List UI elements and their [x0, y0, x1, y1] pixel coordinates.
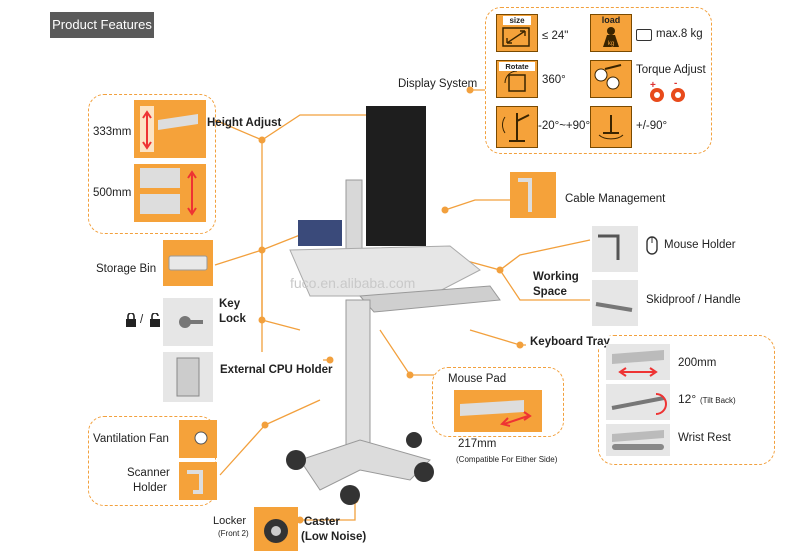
key-label: Key [219, 298, 241, 310]
caster-image [254, 507, 298, 551]
storage-bin-label: Storage Bin [96, 263, 157, 275]
mouse-pad-note: (Compatible For Either Side) [456, 455, 558, 464]
torque-minus: - [674, 78, 678, 89]
cart-illustration [286, 106, 501, 505]
cable-management-image [510, 172, 556, 218]
lock-label: Lock [219, 313, 246, 325]
height-min-image [134, 100, 206, 158]
swivel-value: +/-90° [636, 120, 668, 132]
mouse-icon [646, 236, 658, 255]
wrist-rest-label: Wrist Rest [678, 432, 731, 444]
mouse-holder-label: Mouse Holder [664, 239, 736, 251]
rotate-value: 360° [542, 74, 566, 86]
unlocked-icon [150, 313, 160, 327]
tray-depth-value: 200mm [678, 357, 717, 369]
ventilation-fan-image [179, 420, 217, 458]
load-unit: kg [608, 41, 614, 47]
display-system-title: Display System [398, 78, 478, 90]
mouse-pad-image [454, 390, 542, 432]
mouse-holder-image [592, 226, 638, 272]
wrist-rest-image [606, 424, 670, 456]
torque-icon [590, 60, 632, 98]
size-icon: size [496, 14, 538, 52]
cpu-holder-label: External CPU Holder [220, 364, 333, 376]
working-space-label-1: Working [533, 271, 579, 283]
ventilation-fan-label: Vantilation Fan [93, 433, 169, 445]
height-max-image [134, 164, 206, 222]
scanner-holder-image [179, 462, 217, 500]
key-lock-image [163, 298, 213, 346]
locked-icon [126, 313, 136, 327]
watermark: fuco.en.alibaba.com [290, 275, 416, 291]
scanner-label-1: Scanner [127, 467, 170, 479]
height-max-value: 500mm [93, 187, 132, 199]
tray-depth-image [606, 344, 670, 380]
keyboard-tray-title: Keyboard Tray [526, 336, 614, 348]
caster-sub: (Low Noise) [301, 531, 367, 543]
tray-tilt-value: 12° [678, 392, 697, 406]
torque-label: Torque Adjust [636, 64, 706, 76]
torque-plus: + [650, 80, 656, 91]
size-value: ≤ 24" [542, 30, 569, 42]
rotate-icon: Rotate [496, 60, 538, 98]
height-adjust-title: Height Adjust [207, 117, 282, 129]
mouse-pad-value: 217mm [458, 438, 497, 450]
tilt-value: -20°~+90° [538, 120, 591, 132]
tray-tilt-image [606, 384, 670, 420]
caster-label: Caster [304, 516, 340, 528]
load-value: max.8 kg [656, 28, 703, 40]
cpu-holder-label-box [213, 352, 323, 386]
locker-sub: (Front 2) [218, 529, 249, 538]
height-min-value: 333mm [93, 126, 132, 138]
lock-slash: / [140, 314, 144, 326]
torque-knobs-icon [650, 88, 685, 102]
skidproof-label: Skidproof / Handle [646, 294, 741, 306]
storage-bin-image [163, 240, 213, 286]
skidproof-image [592, 280, 638, 326]
cpu-holder-image [163, 352, 213, 402]
locker-label: Locker [213, 515, 247, 527]
scanner-label-2: Holder [133, 482, 167, 494]
monitor-icon [636, 29, 652, 41]
load-icon: load kg [590, 14, 632, 52]
mouse-pad-title: Mouse Pad [445, 373, 510, 385]
cable-management-label: Cable Management [565, 193, 666, 205]
swivel-icon [590, 106, 632, 148]
product-features-tag: Product Features [50, 12, 154, 38]
tray-tilt-note: (Tilt Back) [700, 396, 736, 405]
working-space-label-2: Space [533, 286, 567, 298]
tilt-icon [496, 106, 538, 148]
